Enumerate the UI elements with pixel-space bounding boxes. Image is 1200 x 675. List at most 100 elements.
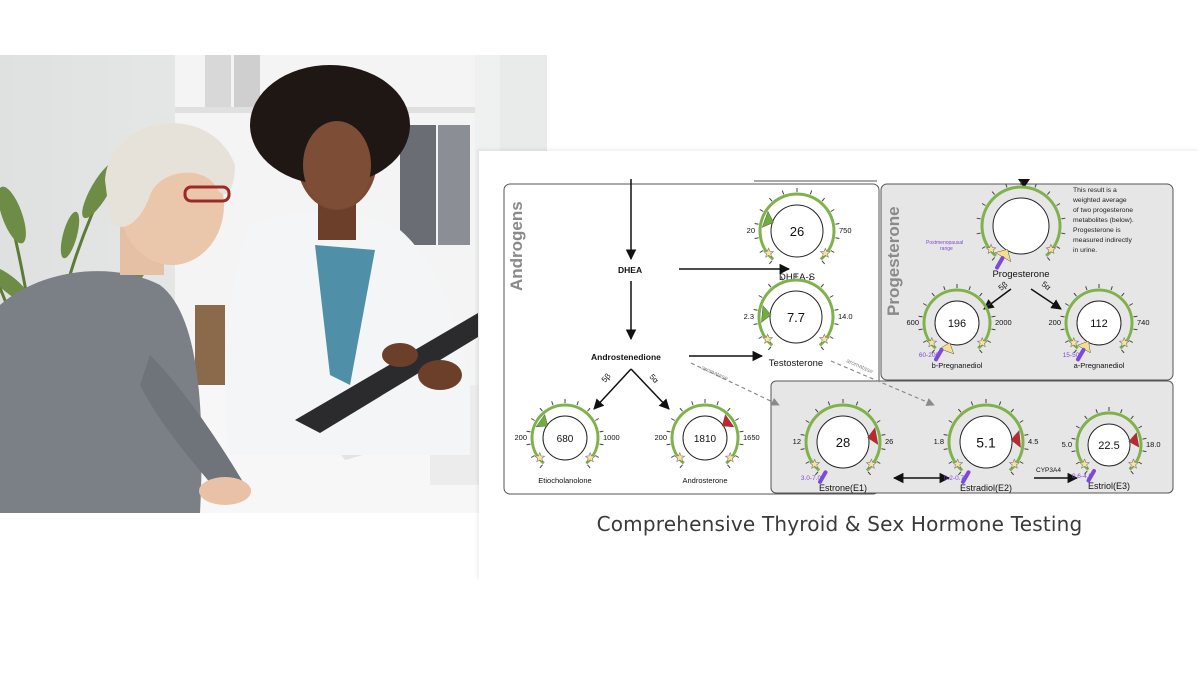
- gauge-low: 200: [654, 433, 667, 442]
- hormone-diagram-card: Androgens Progesterone DHEA Androstenedi…: [479, 151, 1200, 581]
- gauge-center: [816, 415, 870, 469]
- gauge-tick: [991, 257, 996, 261]
- gauge-tick: [781, 190, 785, 195]
- gauge-tick: [754, 223, 759, 225]
- gauge-tick: [753, 309, 758, 311]
- gauge-tick: [758, 336, 763, 339]
- gauge-tick: [780, 276, 784, 281]
- gauge-value: 196: [948, 318, 966, 330]
- postmenopausal-range-marker: [995, 256, 1005, 270]
- gauge-tick: [814, 408, 819, 413]
- gauge-value: 1810: [694, 434, 717, 445]
- gauge-tick: [881, 448, 886, 450]
- gauge-tick: [1034, 183, 1037, 188]
- gauge-tick: [691, 401, 694, 406]
- gauge-tick: [943, 448, 948, 450]
- gauge-tick: [1110, 286, 1113, 291]
- gauge-arc: [670, 403, 740, 465]
- gauge-tick: [805, 461, 810, 464]
- gauge-tick: [1056, 246, 1061, 249]
- gauge-arc: [947, 403, 1025, 472]
- gauge-arc: [1064, 288, 1134, 350]
- gauge-tick: [1019, 461, 1024, 464]
- gauge-tick: [948, 420, 953, 423]
- label-cyp3a4: CYP3A4: [1036, 467, 1061, 474]
- gauge-low: 2.3: [744, 312, 754, 321]
- gauge-tick: [1010, 408, 1015, 413]
- gauge-tick: [530, 418, 535, 421]
- gauge-tick: [820, 346, 825, 351]
- gauge-tick: [834, 309, 839, 311]
- gauge-low: 1.8: [934, 437, 944, 446]
- gauge-high: 1650: [743, 433, 760, 442]
- gauge-tick: [821, 260, 826, 265]
- gauge-tick: [679, 407, 683, 412]
- gauge-tick: [834, 323, 839, 325]
- gauge-tick: [739, 443, 744, 446]
- range-high-star: [1118, 336, 1130, 348]
- gauge-marker: [867, 427, 879, 445]
- range-low-star: [985, 243, 997, 255]
- gauge-marker: [535, 414, 549, 428]
- gauge-tick: [1084, 470, 1088, 475]
- gauge-tick: [821, 197, 826, 202]
- gauge-tick: [1019, 420, 1024, 423]
- range-low-star: [809, 458, 821, 469]
- photo-illustration: [0, 55, 547, 513]
- gauge-tick: [595, 455, 600, 458]
- gauge-tick: [1060, 328, 1065, 331]
- range-high-star: [865, 458, 877, 469]
- gauge-tick: [829, 336, 834, 339]
- gauge-arc: [804, 403, 882, 472]
- gauge-value: 112: [1090, 318, 1108, 330]
- gauge-value: 22.5: [1098, 440, 1119, 452]
- gauge-value: 5.1: [976, 434, 996, 450]
- gauge-tick: [754, 237, 759, 239]
- gauge-high: 740: [1137, 318, 1150, 327]
- gauge-tick: [768, 197, 773, 202]
- gauge-tick: [976, 217, 981, 220]
- gauge-tick: [957, 408, 962, 413]
- svg-text:Postmenopausal: Postmenopausal: [926, 240, 963, 246]
- gauge-tick: [1130, 415, 1134, 420]
- gauge-tick: [800, 448, 805, 450]
- gauge-marker: [761, 210, 774, 228]
- gauge-arc: [530, 403, 600, 465]
- range-low-star: [1079, 458, 1091, 469]
- arrow-5b-bpregnanediol: [983, 288, 1012, 310]
- gauge-tick: [1138, 425, 1143, 429]
- gauge-tick: [1084, 415, 1088, 420]
- gauge-tick: [867, 471, 872, 476]
- gauge-tick: [1005, 183, 1008, 188]
- gauge-tick: [1075, 425, 1080, 429]
- svg-text:Progesterone is: Progesterone is: [1073, 227, 1121, 234]
- gauge-tick: [1130, 470, 1134, 475]
- svg-text:of two progesterone: of two progesterone: [1073, 207, 1133, 214]
- arrow-5b-etiocholanolone: [593, 368, 632, 410]
- doctor-patient-photo: [0, 55, 547, 513]
- gauge-label: Etiocholanolone: [538, 476, 591, 485]
- svg-text:range: range: [940, 246, 953, 252]
- gauge-low: 20: [747, 226, 755, 235]
- gauge-low: 200: [514, 433, 527, 442]
- gauge-high: 4.5: [1028, 437, 1038, 446]
- arrow-aromatase-estradiol: [830, 360, 935, 406]
- gauge-tick: [739, 430, 744, 433]
- gauge-tick: [1095, 409, 1098, 414]
- gauge-tick: [987, 340, 992, 343]
- postmenopausal-range-text: 0.6-4.0: [1072, 473, 1093, 480]
- arrow-5a-apregnanediol: [1030, 288, 1062, 310]
- gauge-arc: [980, 185, 1062, 258]
- postmenopausal-range-marker: [961, 470, 971, 484]
- gauge-tick: [805, 420, 810, 423]
- gauge-tick: [968, 286, 971, 291]
- gauge-tick: [551, 401, 554, 406]
- gauge-tick: [867, 408, 872, 413]
- gauge-center: [1076, 300, 1122, 346]
- gauge-label: Estriol(E3): [1088, 481, 1130, 491]
